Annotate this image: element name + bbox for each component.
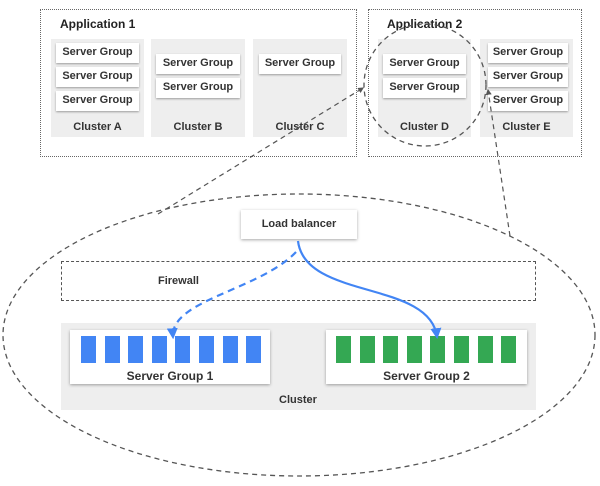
instance-block xyxy=(199,336,214,363)
instance-block xyxy=(454,336,469,363)
instance-block xyxy=(359,336,375,363)
instance-block xyxy=(477,336,493,363)
cluster-a: Server Group Server Group Server Group C… xyxy=(51,39,144,137)
server-group: Server Group xyxy=(56,43,139,63)
cluster-b: Server Group Server Group Cluster B xyxy=(151,39,245,137)
cluster-c: Server Group Cluster C xyxy=(253,39,347,137)
server-group: Server Group xyxy=(56,67,139,87)
server-group: Server Group xyxy=(383,78,466,98)
detail-cluster: Server Group 1 Server Group 2 Cluster xyxy=(61,323,536,410)
server-group: Server Group xyxy=(383,54,466,74)
instance-block xyxy=(128,336,144,363)
server-group-2-label: Server Group 2 xyxy=(383,369,470,383)
firewall: Firewall xyxy=(61,261,536,301)
instance-block xyxy=(406,336,422,363)
cluster-d-label: Cluster D xyxy=(400,121,449,133)
load-balancer: Load balancer xyxy=(241,210,357,239)
detail-cluster-label: Cluster xyxy=(279,394,317,406)
application-2: Application 2 Server Group Server Group … xyxy=(368,9,582,157)
server-group-1: Server Group 1 xyxy=(70,330,270,384)
instance-block xyxy=(222,336,238,363)
server-group: Server Group xyxy=(488,43,568,63)
instance-block xyxy=(501,336,517,363)
application-1-title: Application 1 xyxy=(60,17,136,31)
cluster-b-label: Cluster B xyxy=(173,121,223,133)
application-2-title: Application 2 xyxy=(387,17,463,31)
instance-block xyxy=(336,336,351,363)
instance-block xyxy=(430,336,446,363)
instance-block xyxy=(175,336,191,363)
server-group: Server Group xyxy=(156,54,240,74)
server-group-1-label: Server Group 1 xyxy=(126,369,214,383)
instance-block xyxy=(104,336,120,363)
server-group: Server Group xyxy=(488,67,568,87)
server-group: Server Group xyxy=(156,78,240,98)
server-group-2: Server Group 2 xyxy=(326,330,527,384)
server-group: Server Group xyxy=(259,54,341,74)
application-1: Application 1 Server Group Server Group … xyxy=(40,9,357,157)
cluster-e-label: Cluster E xyxy=(502,121,551,133)
cluster-a-label: Cluster A xyxy=(73,121,122,133)
firewall-label: Firewall xyxy=(158,275,199,287)
cluster-e: Server Group Server Group Server Group C… xyxy=(480,39,573,137)
instance-block xyxy=(246,336,262,363)
instance-block xyxy=(383,336,399,363)
instance-block xyxy=(81,336,96,363)
instance-block xyxy=(151,336,167,363)
cluster-d: Server Group Server Group Cluster D xyxy=(378,39,471,137)
server-group: Server Group xyxy=(488,91,568,111)
cluster-c-label: Cluster C xyxy=(275,121,325,133)
server-group: Server Group xyxy=(56,91,139,111)
